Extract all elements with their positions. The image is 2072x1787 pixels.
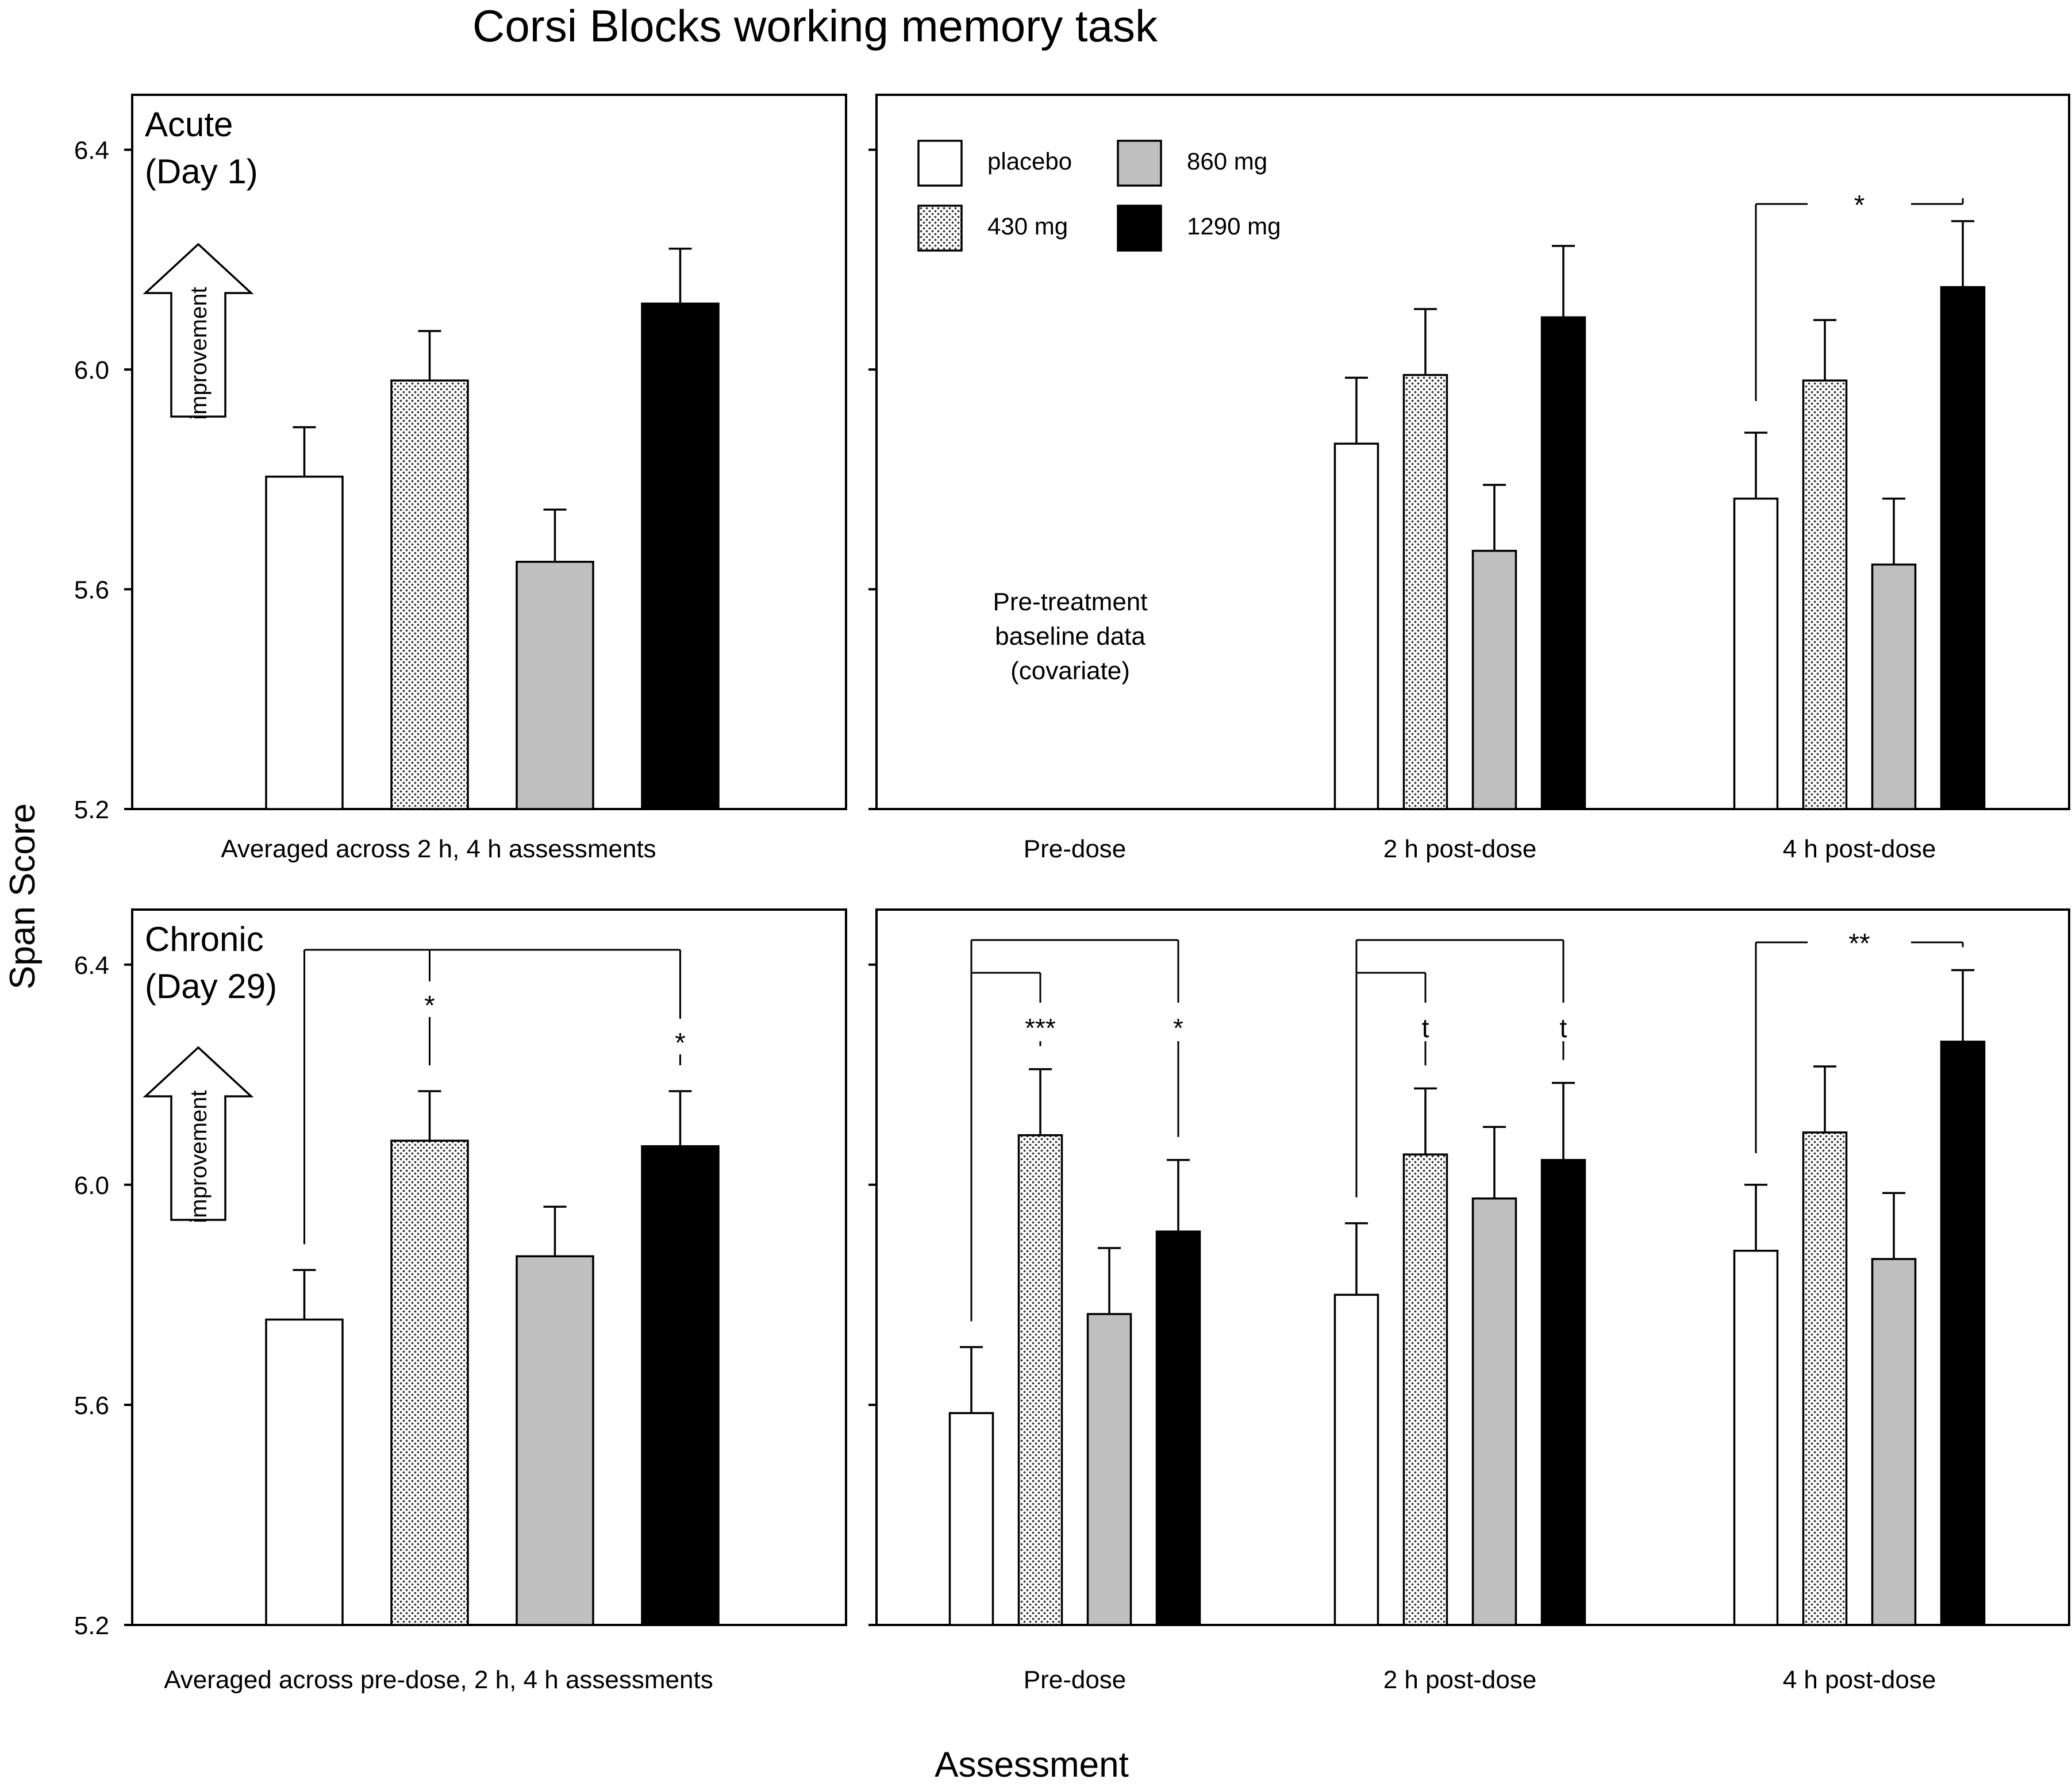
bar-430-mg	[1402, 373, 1448, 810]
panel-frame	[131, 94, 847, 810]
legend-swatch	[917, 140, 963, 187]
legend-label: 1290 mg	[1187, 213, 1281, 240]
bar-1290-mg	[1155, 1230, 1201, 1626]
significance-label: ***	[1025, 1013, 1056, 1043]
significance-label: t	[1560, 1013, 1567, 1043]
y-tick-label: 5.6	[74, 576, 109, 604]
significance-label: **	[1848, 929, 1870, 959]
bar-430-mg	[1802, 1131, 1848, 1626]
category-label: 2 h post-dose	[1383, 1666, 1537, 1694]
bar-1290-mg	[1940, 286, 1986, 810]
bar-860-mg	[1086, 1313, 1132, 1626]
panel-title-line: Acute	[145, 105, 233, 144]
bar-1290-mg	[1940, 1041, 1986, 1626]
bar-placebo	[948, 1412, 994, 1626]
y-tick-label: 5.2	[74, 1612, 109, 1640]
bar-430-mg	[1402, 1153, 1448, 1626]
improvement-arrow-icon	[143, 1046, 254, 1221]
significance-label: *	[424, 991, 435, 1021]
bar-placebo	[1733, 498, 1779, 810]
legend-swatch	[917, 205, 963, 252]
x-axis-title: Assessment	[935, 1745, 1129, 1785]
bar-860-mg	[1871, 1258, 1917, 1626]
legend-swatch	[1117, 205, 1162, 252]
baseline-note-line: baseline data	[995, 622, 1145, 650]
category-label: Pre-dose	[1024, 1666, 1127, 1694]
y-tick-label: 6.4	[74, 137, 109, 165]
bar-placebo	[1733, 1250, 1779, 1626]
baseline-note: Pre-treatment baseline data (covariate)	[993, 588, 1148, 685]
panel-title-line: Chronic	[145, 920, 264, 958]
improvement-label: improvement	[186, 1090, 212, 1223]
y-tick-label: 5.2	[74, 796, 109, 824]
bar-placebo	[1333, 1293, 1379, 1626]
category-label: 4 h post-dose	[1783, 835, 1936, 863]
panel-acute-by-time: Pre-dose 2 h post-dose 4 h post-dose *	[868, 94, 2070, 863]
category-label: 4 h post-dose	[1783, 1666, 1936, 1694]
panel-frame	[131, 908, 847, 1626]
panel-title-line: (Day 29)	[145, 967, 277, 1006]
significance-label: *	[675, 1028, 686, 1058]
y-tick-label: 6.0	[74, 356, 109, 384]
legend-label: placebo	[987, 148, 1072, 175]
legend-swatch	[1117, 140, 1162, 187]
bar-860-mg	[1871, 563, 1917, 810]
figure-title: Corsi Blocks working memory task	[472, 1, 1158, 51]
significance-label: *	[1854, 190, 1865, 221]
bar-placebo	[1333, 442, 1379, 810]
bar-1290-mg	[1540, 1159, 1586, 1626]
improvement-label: improvement	[186, 287, 212, 419]
bar-1290-mg	[641, 302, 720, 810]
bar-430-mg	[390, 379, 469, 810]
bar-430-mg	[390, 1139, 469, 1626]
bar-1290-mg	[641, 1145, 720, 1626]
bar-placebo	[265, 475, 344, 810]
significance-label: *	[1173, 1013, 1183, 1043]
significance-label: t	[1422, 1013, 1429, 1043]
category-label: Averaged across 2 h, 4 h assessments	[221, 835, 656, 863]
bar-placebo	[265, 1318, 344, 1626]
bar-430-mg	[1017, 1134, 1063, 1626]
panel-title-line: (Day 1)	[145, 152, 258, 191]
baseline-note-line: Pre-treatment	[993, 588, 1148, 616]
y-tick-label: 5.6	[74, 1392, 109, 1420]
y-tick-label: 6.0	[74, 1172, 109, 1200]
baseline-note-line: (covariate)	[1010, 657, 1130, 685]
bar-860-mg	[1471, 1197, 1517, 1626]
category-label: 2 h post-dose	[1383, 835, 1537, 863]
category-label: Pre-dose	[1024, 835, 1127, 863]
legend-label: 430 mg	[987, 213, 1068, 240]
bar-860-mg	[516, 560, 594, 810]
legend-label: 860 mg	[1187, 148, 1267, 175]
y-tick-label: 6.4	[74, 952, 109, 980]
bar-860-mg	[1471, 549, 1517, 810]
bar-860-mg	[516, 1255, 594, 1626]
bar-1290-mg	[1540, 316, 1586, 810]
improvement-arrow-icon	[143, 242, 254, 418]
bar-430-mg	[1802, 379, 1848, 810]
y-axis-title: Span Score	[3, 803, 43, 989]
legend: placebo 430 mg 860 mg 1290 mg	[917, 140, 1281, 252]
category-label: Averaged across pre-dose, 2 h, 4 h asses…	[164, 1666, 713, 1694]
